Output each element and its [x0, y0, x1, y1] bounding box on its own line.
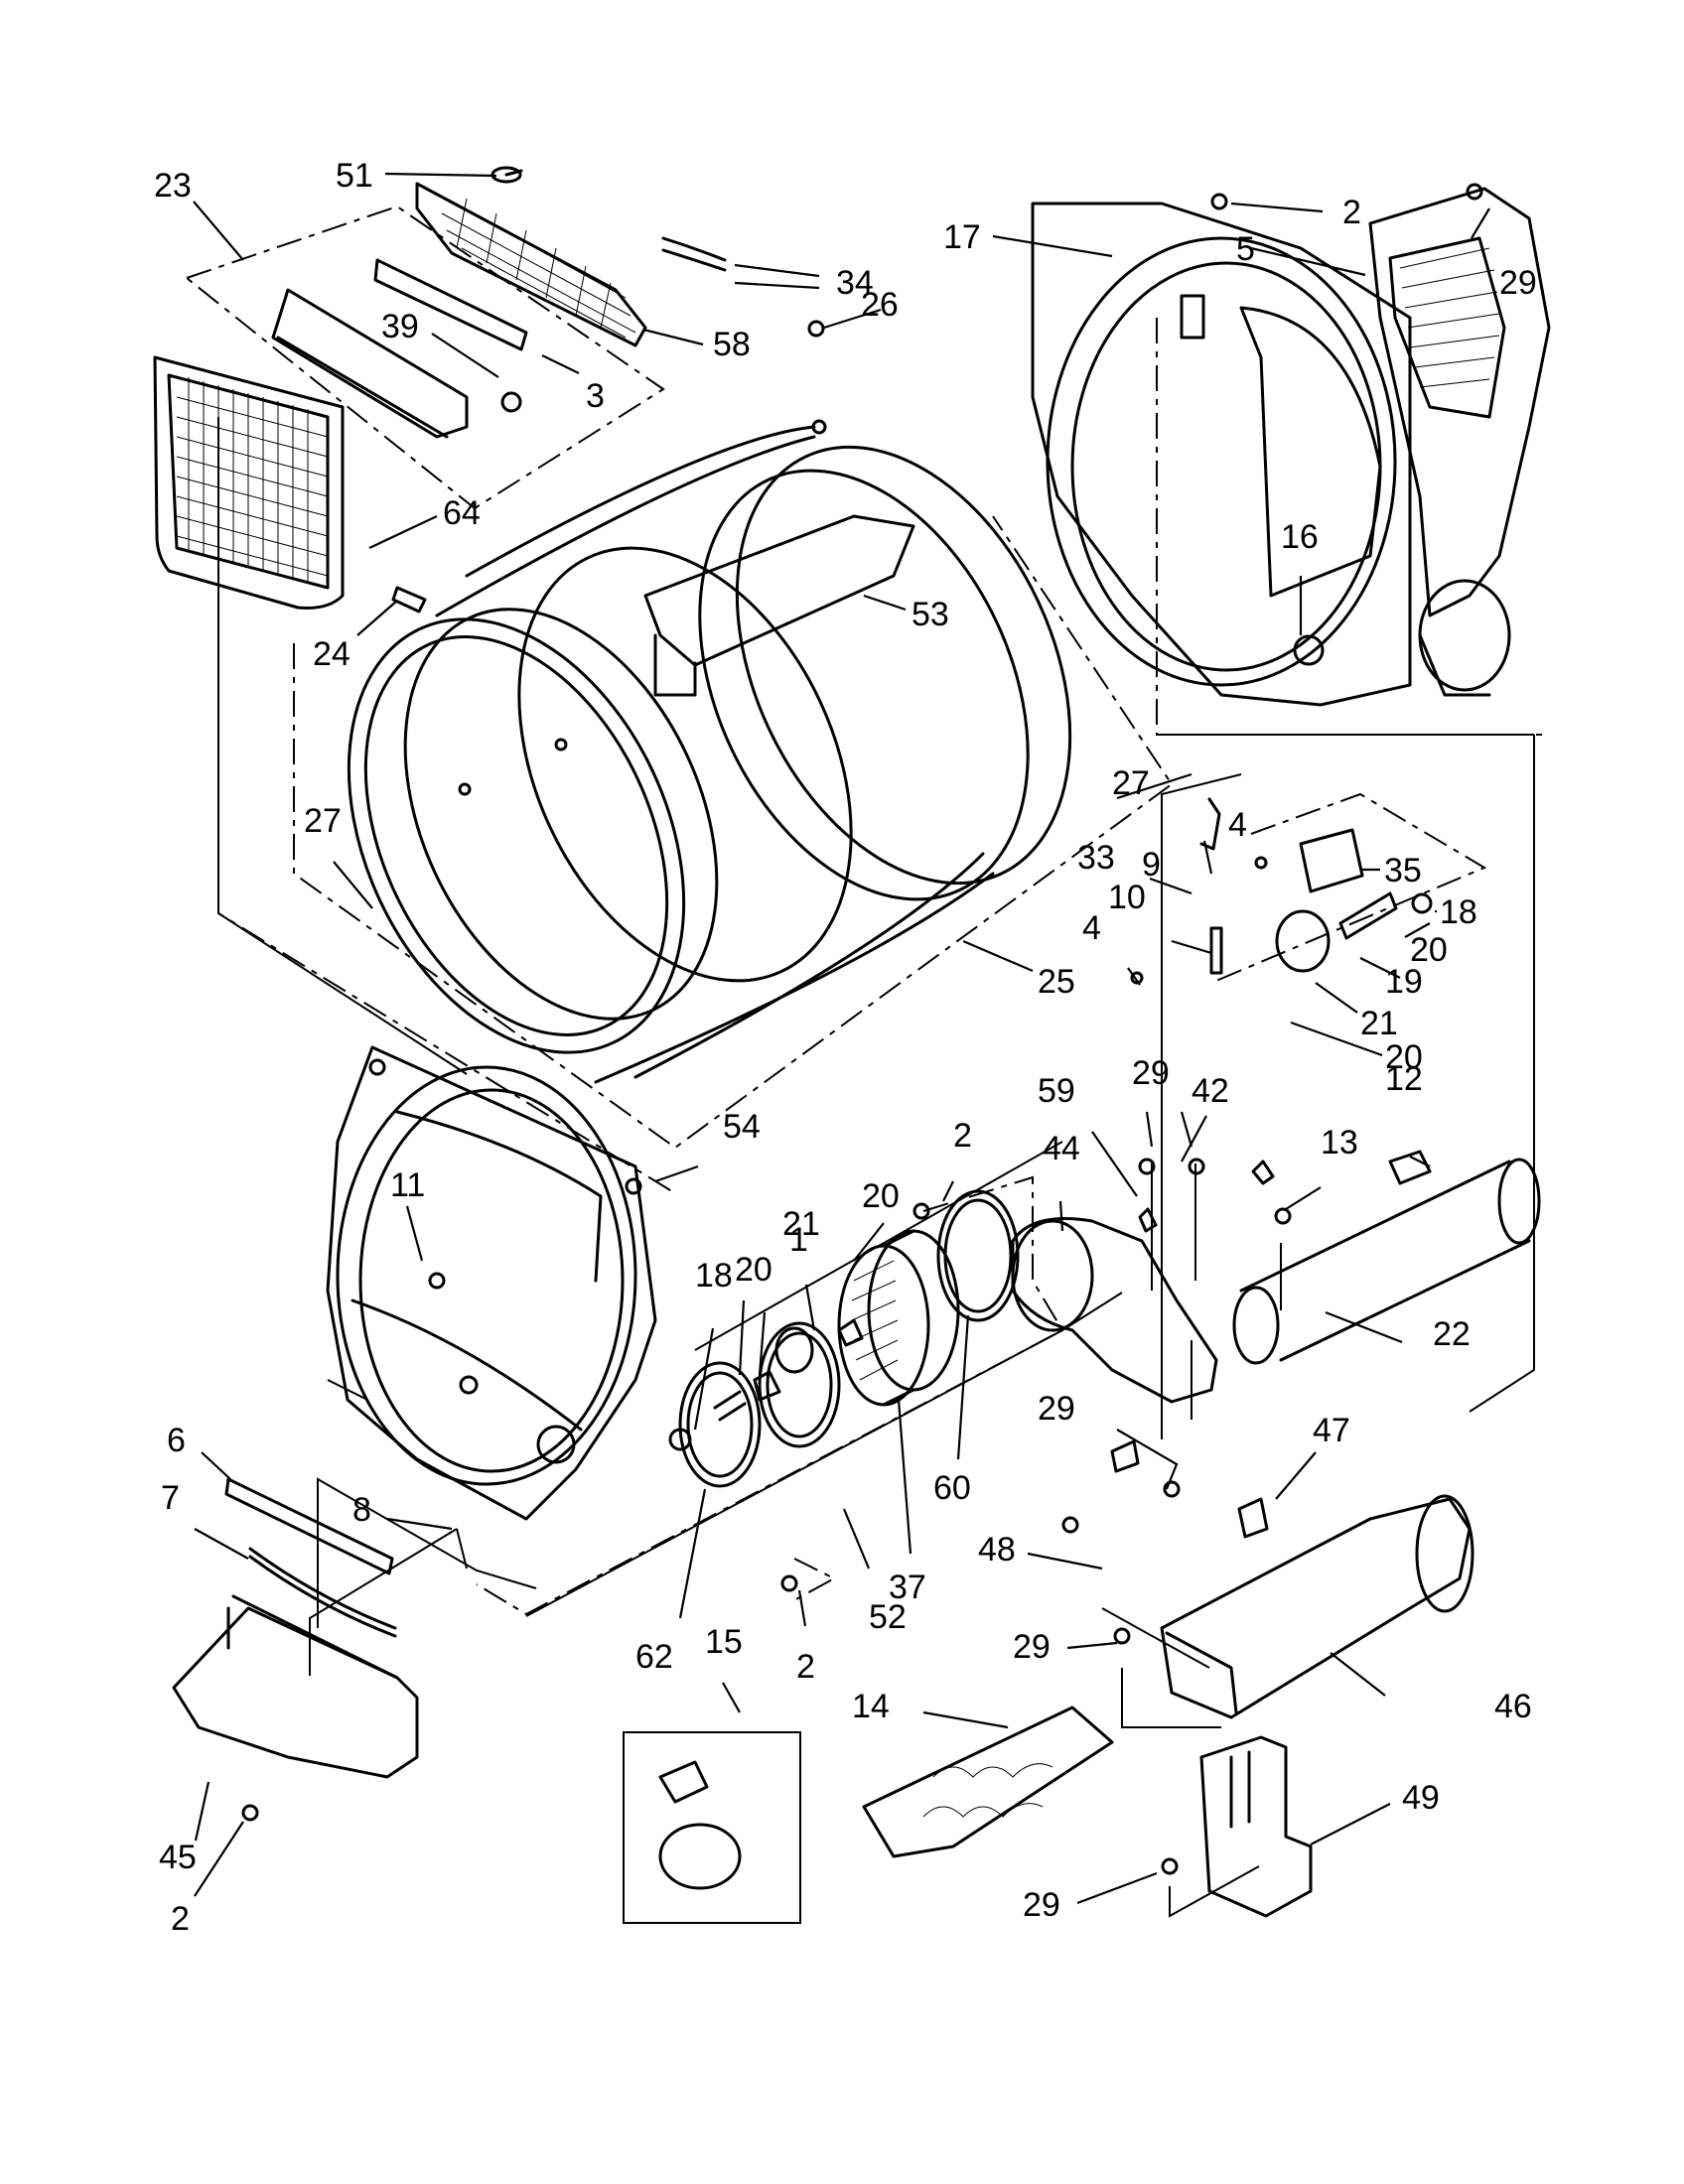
- callout-2b: 2: [953, 1117, 972, 1155]
- lint-screen-64: [153, 355, 345, 610]
- callout-14: 14: [852, 1688, 890, 1725]
- callout-29a: 29: [1499, 264, 1537, 302]
- callout-39: 39: [381, 308, 419, 345]
- callout-46: 46: [1494, 1688, 1532, 1725]
- callout-27a: 27: [1112, 764, 1150, 802]
- blower-parts: [668, 1189, 1218, 1488]
- callout-13: 13: [1321, 1124, 1358, 1161]
- callout-20a: 20: [1410, 931, 1448, 969]
- heater-vent-5: [1368, 187, 1551, 697]
- front-duct-45: [172, 1594, 419, 1779]
- callout-4a: 4: [1228, 806, 1247, 844]
- callout-21a: 21: [1360, 1005, 1398, 1042]
- callout-27b: 27: [304, 802, 342, 840]
- callout-2d: 2: [171, 1900, 190, 1938]
- callout-64: 64: [443, 494, 481, 532]
- callout-49: 49: [1402, 1779, 1440, 1817]
- callout-42: 42: [1192, 1072, 1229, 1110]
- bracket-49: [1199, 1735, 1313, 1918]
- seals-6-7: [224, 1477, 397, 1638]
- small-parts-top: [391, 166, 727, 614]
- lint-screen-frame-23: [271, 258, 528, 439]
- callout-37: 37: [889, 1569, 926, 1606]
- callout-24: 24: [313, 635, 351, 673]
- callout-29b: 29: [1132, 1054, 1170, 1092]
- callout-44: 44: [1043, 1130, 1080, 1167]
- callout-26: 26: [861, 286, 899, 324]
- callout-labels: 51 23 58 39 3 34 17 2 5 29 26 64 24 53 1…: [154, 157, 1537, 1938]
- exhaust-duct-22: [1232, 1150, 1541, 1365]
- callout-20c: 20: [862, 1177, 900, 1215]
- callout-8: 8: [352, 1491, 371, 1529]
- callout-48: 48: [978, 1531, 1016, 1569]
- rear-bulkhead-17: [1031, 202, 1412, 707]
- callout-53: 53: [912, 596, 949, 633]
- callout-5: 5: [1236, 230, 1255, 268]
- screws: [241, 183, 1483, 1875]
- callout-12: 12: [1385, 1060, 1423, 1098]
- callout-52: 52: [869, 1598, 907, 1636]
- callout-33: 33: [1077, 839, 1115, 877]
- callout-20b: 20: [1385, 1038, 1423, 1076]
- front-bulkhead-54: [326, 1045, 657, 1521]
- callout-4b: 4: [1082, 909, 1101, 947]
- callout-35: 35: [1384, 852, 1422, 889]
- callout-10: 10: [1108, 879, 1146, 916]
- drum-25: [347, 419, 1072, 1084]
- callout-54: 54: [723, 1108, 761, 1146]
- callout-11: 11: [390, 1166, 425, 1204]
- lint-filter-grille-51: [415, 182, 647, 347]
- heater-duct-46: [1160, 1494, 1474, 1719]
- callout-18a: 18: [1440, 893, 1477, 931]
- callout-59: 59: [1038, 1072, 1075, 1110]
- callout-45: 45: [159, 1839, 197, 1876]
- callout-7: 7: [161, 1479, 180, 1517]
- callout-62: 62: [635, 1638, 673, 1676]
- callout-2a: 2: [1342, 194, 1361, 231]
- callout-16: 16: [1281, 518, 1319, 556]
- callout-23: 23: [154, 167, 192, 205]
- callout-15: 15: [705, 1623, 743, 1661]
- callout-22: 22: [1433, 1315, 1471, 1353]
- callout-58: 58: [713, 326, 751, 363]
- callout-2c: 2: [796, 1648, 815, 1686]
- callout-29c: 29: [1038, 1390, 1075, 1428]
- callout-9: 9: [1142, 846, 1161, 884]
- callout-60: 60: [933, 1469, 971, 1507]
- heating-element-14: [862, 1706, 1114, 1858]
- callout-6: 6: [167, 1422, 186, 1459]
- callout-19: 19: [1385, 963, 1423, 1001]
- callout-20d: 20: [735, 1251, 772, 1289]
- callout-29d: 29: [1013, 1628, 1051, 1666]
- thermostat-parts: [1110, 797, 1433, 1539]
- callout-29e: 29: [1023, 1886, 1060, 1924]
- callout-leaders: [193, 172, 1490, 1905]
- callout-34: 34: [836, 264, 874, 302]
- callout-21b: 21: [782, 1205, 820, 1243]
- callout-1: 1: [789, 1221, 808, 1259]
- callout-51: 51: [336, 157, 373, 195]
- callout-25: 25: [1038, 963, 1075, 1001]
- callout-3: 3: [586, 377, 605, 415]
- callout-17: 17: [943, 218, 981, 256]
- callout-47: 47: [1313, 1412, 1350, 1449]
- callout-18b: 18: [695, 1257, 733, 1295]
- kit-15: [623, 1731, 801, 1924]
